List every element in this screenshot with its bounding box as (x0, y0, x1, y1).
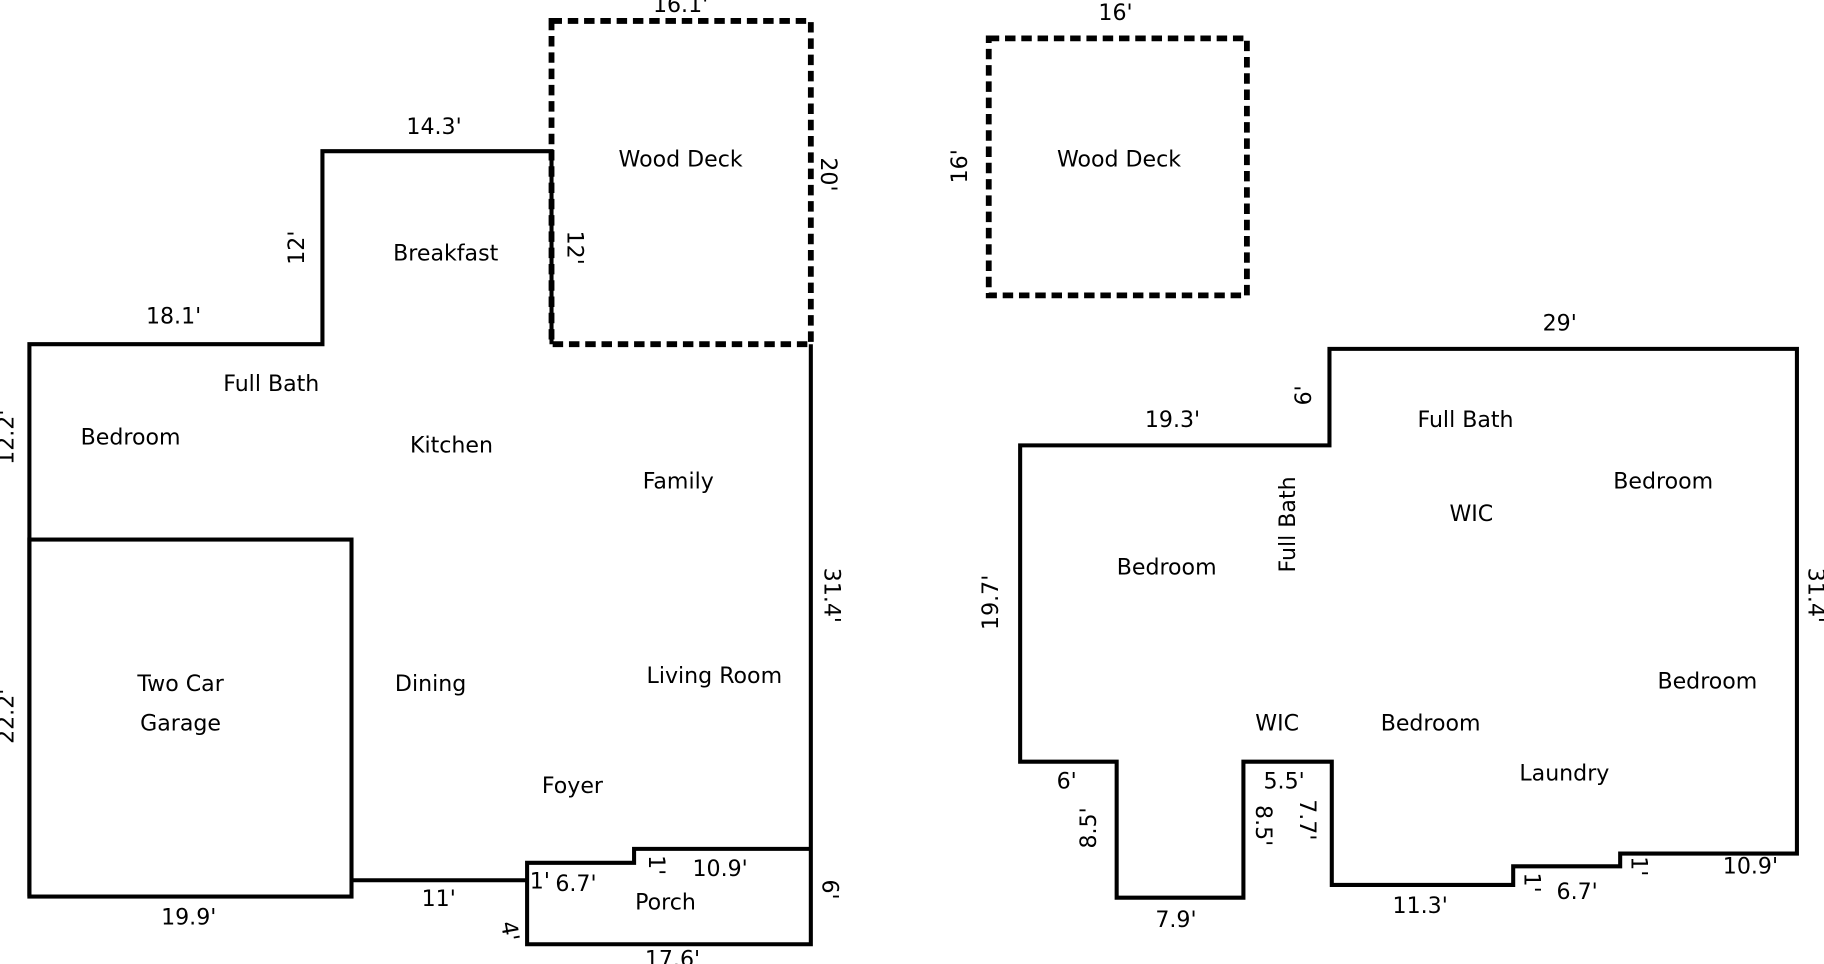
dimension-label: 6' (1057, 769, 1077, 795)
room-label-bedroom: Bedroom (81, 424, 181, 450)
dimension-label: 19.9' (161, 905, 216, 931)
room-label-foyer: Foyer (542, 773, 604, 799)
dimension-label: 6.7' (1557, 879, 1598, 905)
dimension-label: 12' (284, 231, 310, 265)
room-label-bedroom: Bedroom (1657, 669, 1757, 695)
dimension-label: 22.2' (0, 689, 19, 744)
dimension-label: 12' (562, 231, 588, 265)
dimension-label: 16' (1098, 0, 1132, 26)
east-wall (525, 344, 813, 947)
dimension-label: 8.5' (1250, 805, 1276, 846)
dimension-label: 31.4' (819, 568, 845, 623)
dimension-label: 4' (495, 919, 524, 943)
room-label-full-bath: Full Bath (223, 371, 319, 397)
dimension-label: 7.9' (1155, 907, 1196, 933)
room-label-garage-2: Garage (140, 710, 221, 736)
second-floor-outline-wall (1018, 346, 1799, 900)
dimension-label: 14.3' (406, 114, 461, 140)
dimension-label: 16' (947, 149, 973, 183)
dimension-label: 11' (422, 886, 456, 912)
dimension-label: 1' (1519, 873, 1545, 893)
second-floor-plan: Wood Deck Full Bath Bedroom WIC Full Bat… (947, 0, 1824, 933)
dimension-label: 6' (1291, 385, 1317, 405)
dimension-label: 29' (1543, 310, 1577, 336)
dimension-label: 8.5' (1076, 807, 1102, 848)
dimension-label: 1' (643, 855, 669, 875)
room-label-wood-deck: Wood Deck (1057, 146, 1181, 172)
wood-deck-outline (548, 18, 814, 348)
dimension-label: 5.5' (1264, 769, 1305, 795)
room-label-full-bath: Full Bath (1275, 476, 1301, 572)
room-label-family: Family (643, 469, 714, 495)
dimension-label: 18.1' (146, 303, 201, 329)
dimension-label: 19.7' (978, 575, 1004, 630)
dimension-label: 20' (815, 157, 841, 191)
dimension-label: 11.3' (1393, 893, 1448, 919)
room-label-bedroom: Bedroom (1613, 469, 1713, 495)
dimension-label: 12.2' (0, 410, 19, 465)
room-label-garage: Two Car (136, 671, 224, 697)
room-label-wic: WIC (1449, 501, 1493, 527)
room-label-porch: Porch (635, 890, 696, 916)
dimension-label: 7.7' (1294, 799, 1320, 840)
room-label-living-room: Living Room (647, 663, 783, 689)
room-label-bedroom: Bedroom (1117, 555, 1217, 581)
wood-deck-outline (985, 35, 1250, 299)
room-label-laundry: Laundry (1519, 760, 1609, 786)
room-label-wood-deck: Wood Deck (619, 146, 743, 172)
dimension-label: 16.1' (653, 0, 708, 18)
dimension-label: 10.9' (693, 856, 748, 882)
room-label-breakfast: Breakfast (393, 241, 498, 267)
dimension-label: 1' (530, 869, 550, 895)
dimension-label: 6.7' (555, 871, 596, 897)
first-floor-plan: Wood Deck Breakfast Full Bath Bedroom Ki… (0, 0, 845, 964)
room-label-full-bath: Full Bath (1417, 407, 1513, 433)
room-label-bedroom: Bedroom (1381, 710, 1481, 736)
dimension-label: 17.6' (645, 947, 700, 964)
dimension-label: 6' (816, 880, 842, 900)
dimension-label: 10.9' (1723, 853, 1778, 879)
dimension-label: 19.3' (1145, 407, 1200, 433)
dimension-label: 1' (1626, 856, 1652, 876)
room-label-kitchen: Kitchen (410, 433, 493, 459)
dimension-label: 31.4' (1802, 568, 1824, 623)
room-label-dining: Dining (395, 671, 466, 697)
room-label-wic: WIC (1255, 710, 1299, 736)
garage-wall (27, 537, 354, 899)
